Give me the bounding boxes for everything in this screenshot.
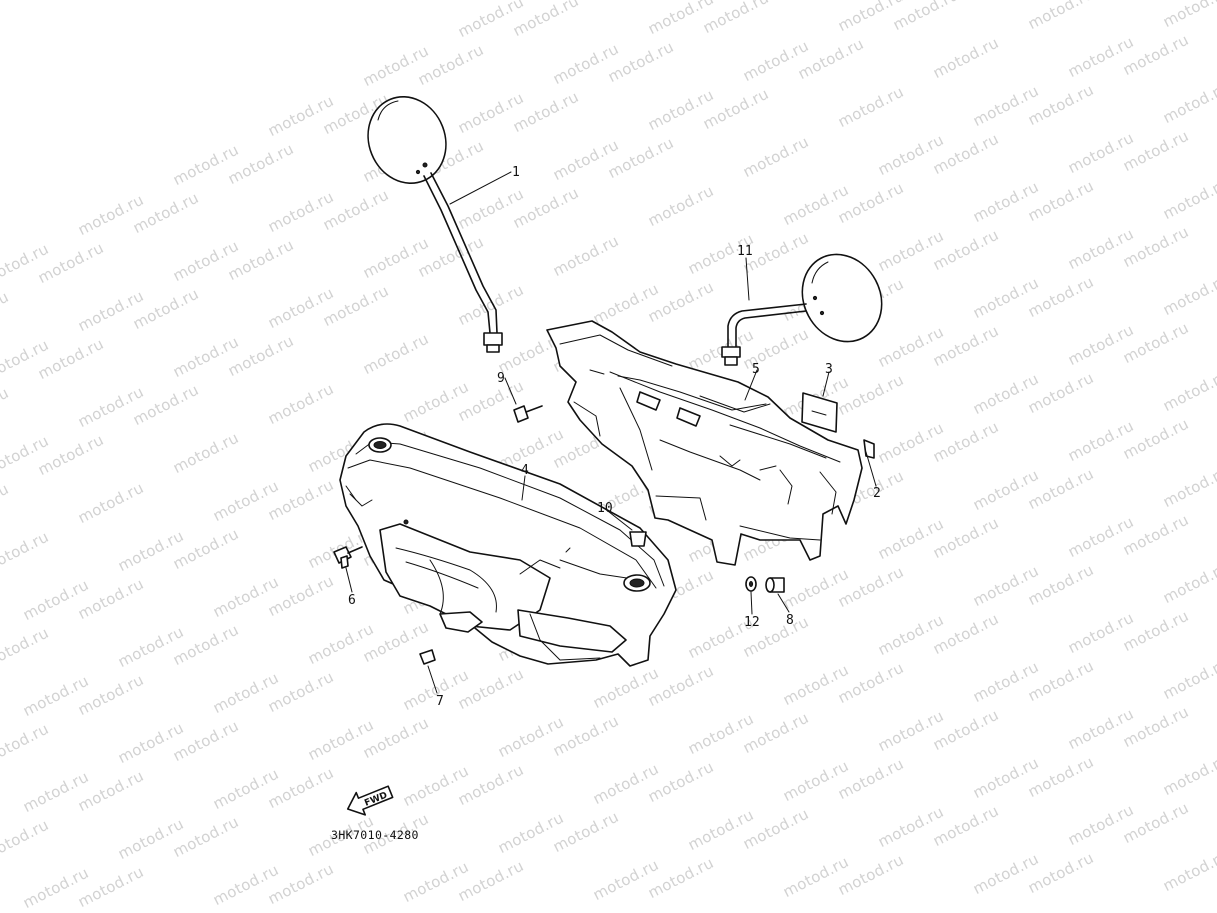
callout-8: 8 — [786, 613, 794, 628]
callout-2: 2 — [873, 486, 881, 501]
callout-3: 3 — [825, 362, 833, 377]
part-8-screw[interactable] — [765, 577, 785, 593]
callout-5: 5 — [752, 362, 760, 377]
callout-labels: 1 2 3 4 5 6 7 8 9 10 11 12 — [348, 165, 881, 709]
diagram-code: 3HK7010-4280 — [331, 828, 419, 842]
callout-1: 1 — [512, 165, 520, 180]
part-11-right-mirror[interactable] — [721, 240, 897, 366]
part-2-bracket[interactable] — [863, 439, 875, 459]
leader-lines — [345, 171, 877, 694]
callout-6: 6 — [348, 593, 356, 608]
part-10-grommet[interactable] — [629, 531, 647, 547]
part-9-screw[interactable] — [513, 405, 543, 423]
part-7-screw[interactable] — [419, 649, 436, 665]
part-12-washer[interactable] — [745, 576, 757, 592]
part-4-front-cover[interactable] — [339, 423, 677, 667]
part-3-label-plate[interactable] — [801, 392, 838, 433]
part-1-left-mirror[interactable] — [355, 85, 503, 353]
callout-4: 4 — [521, 463, 529, 478]
fwd-arrow-icon: FWD — [346, 785, 394, 816]
callout-12: 12 — [744, 615, 760, 630]
part-6-bolt[interactable] — [333, 546, 363, 569]
callout-10: 10 — [597, 501, 613, 516]
part-5-rear-cover[interactable] — [546, 320, 863, 566]
callout-9: 9 — [497, 371, 505, 386]
fwd-label: FWD — [363, 791, 389, 809]
callout-7: 7 — [436, 694, 444, 709]
callout-11: 11 — [737, 244, 753, 259]
